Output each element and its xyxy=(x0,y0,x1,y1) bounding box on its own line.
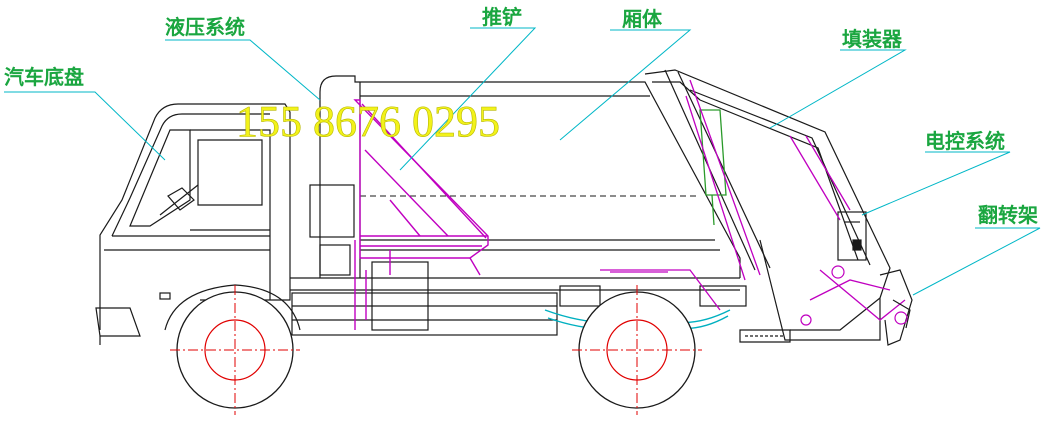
front-wheel xyxy=(170,285,300,415)
flip-frame xyxy=(800,265,913,346)
watermark-phone: 155 8676 0295 xyxy=(236,97,500,146)
label-body: 厢体 xyxy=(622,7,663,31)
rear-wheel xyxy=(572,285,702,415)
label-filler: 填装器 xyxy=(842,27,903,51)
compactor-body xyxy=(309,75,741,278)
label-electric-control: 电控系统 xyxy=(925,129,1005,153)
hydraulic-cylinders xyxy=(600,79,906,321)
label-push-shovel: 推铲 xyxy=(482,5,522,29)
leader-lines xyxy=(4,27,1041,296)
push-shovel xyxy=(353,99,489,330)
label-hydraulic-system: 液压系统 xyxy=(165,15,245,39)
label-chassis: 汽车底盘 xyxy=(4,65,84,89)
filler-unit xyxy=(644,69,891,343)
label-flip-frame: 翻转架 xyxy=(978,203,1038,227)
